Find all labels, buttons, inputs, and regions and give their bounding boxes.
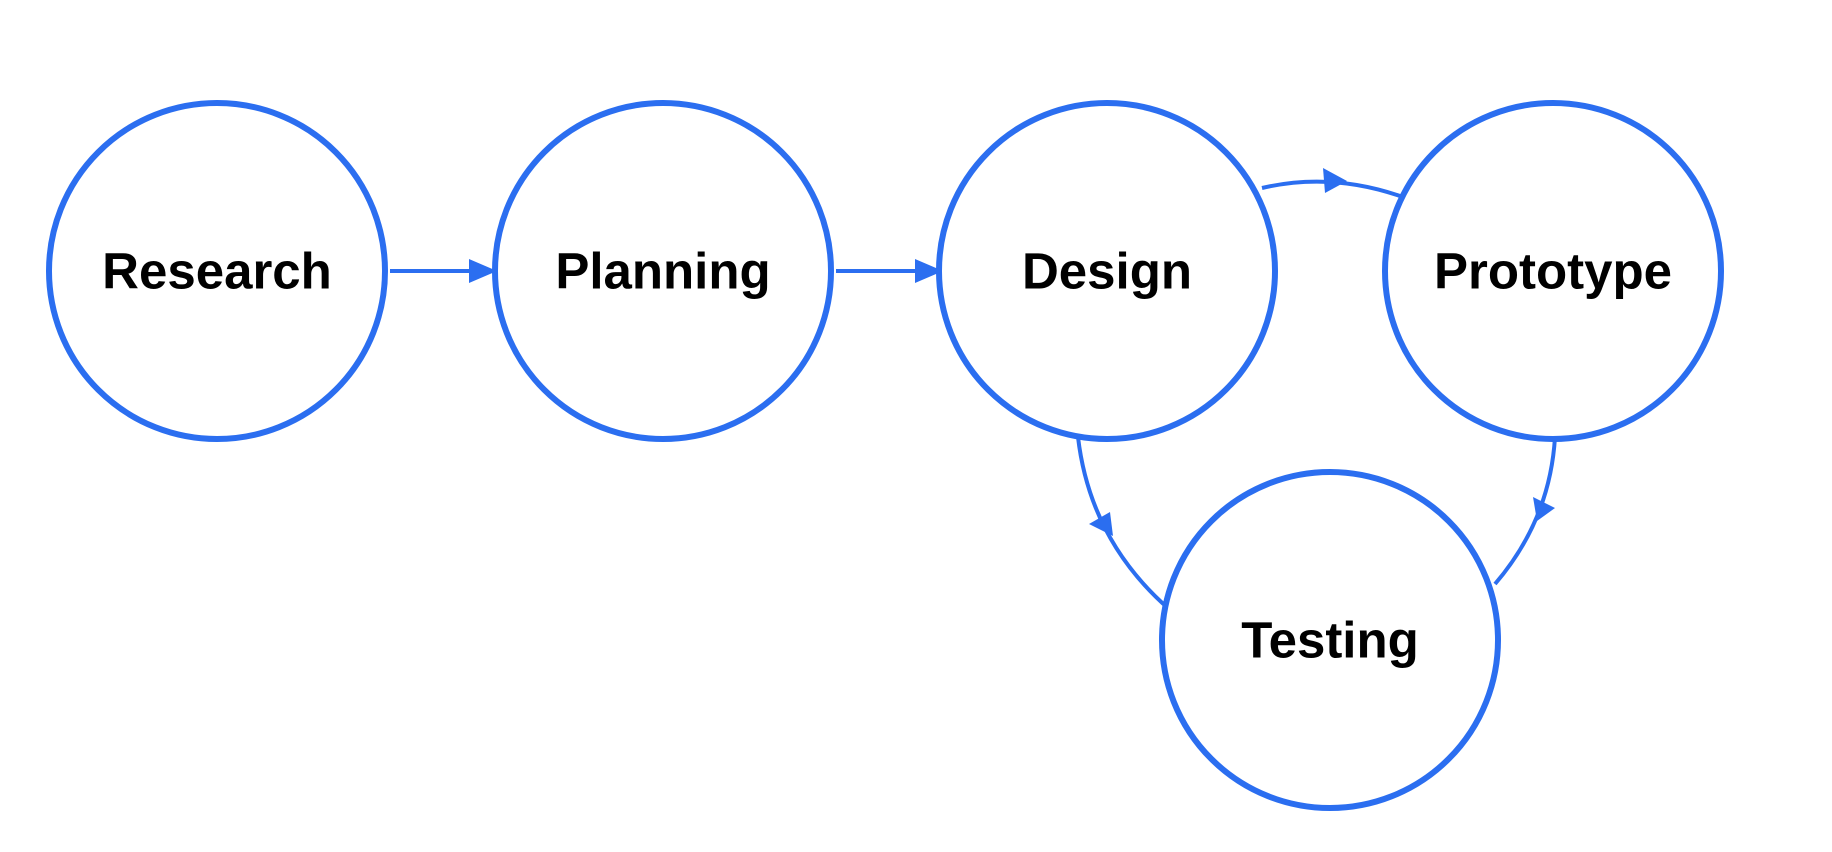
arrow-prototype-to-testing	[1533, 497, 1555, 521]
arrow-design-to-prototype	[1323, 168, 1347, 193]
node-design-label: Design	[1022, 243, 1192, 300]
nodes-layer: Research Planning Design Prototype Testi…	[46, 100, 1724, 811]
node-design: Design	[936, 100, 1278, 442]
node-prototype-label: Prototype	[1434, 243, 1672, 300]
node-testing-label: Testing	[1241, 612, 1419, 669]
node-research-circle	[46, 100, 388, 442]
node-research: Research	[46, 100, 388, 442]
node-testing-circle	[1159, 469, 1501, 811]
node-prototype: Prototype	[1382, 100, 1724, 442]
node-planning-label: Planning	[555, 243, 770, 300]
node-planning-circle	[492, 100, 834, 442]
arrow-design-to-testing	[1089, 512, 1113, 536]
node-prototype-circle	[1382, 100, 1724, 442]
node-research-label: Research	[102, 243, 332, 300]
node-testing: Testing	[1159, 469, 1501, 811]
node-planning: Planning	[492, 100, 834, 442]
node-design-circle	[936, 100, 1278, 442]
edge-arrows-layer	[1089, 168, 1555, 536]
